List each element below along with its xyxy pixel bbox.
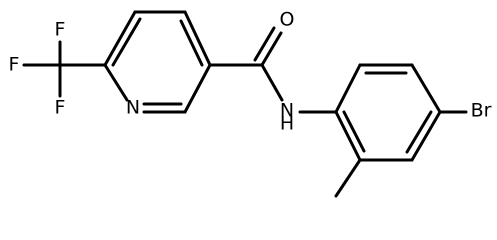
atom-h-amide: H	[280, 113, 294, 135]
atom-br: Br	[471, 100, 492, 122]
bond-carbonyl-o-double	[253, 26, 276, 62]
bond-bz-c1-c2	[334, 63, 362, 114]
atom-n-pyridine: N	[126, 97, 140, 119]
bond-bz-c6-c1	[334, 110, 362, 162]
bond-bz-c3-c4	[410, 63, 442, 114]
bond-py-n-c6	[103, 63, 129, 102]
structure-svg: F F F N O N H Br	[9, 9, 492, 198]
bond-methyl	[334, 158, 362, 198]
bond-bz-c6-c1-inner	[342, 110, 366, 153]
bond-py-c6-c5	[103, 10, 137, 67]
molecule-diagram: F F F N O N H Br	[9, 9, 492, 198]
bond-bz-c4-c5	[410, 110, 442, 162]
atom-f-top: F	[55, 19, 66, 41]
bond-py-c3-c2	[183, 63, 212, 114]
bond-bz-c4-c5-inner	[405, 110, 433, 154]
bond-py-c6-c5-inner	[111, 17, 142, 67]
bond-py-c4-c3-inner	[179, 19, 204, 67]
atom-f-left: F	[9, 54, 20, 76]
bond-carbonyl-o	[260, 31, 283, 67]
bond-carbonyl-n	[260, 63, 284, 102]
atom-o-carbonyl: O	[280, 9, 295, 31]
atom-n-amide: N	[280, 100, 294, 122]
bond-py-c4-c3	[183, 10, 212, 67]
atom-f-bottom: F	[55, 97, 66, 119]
